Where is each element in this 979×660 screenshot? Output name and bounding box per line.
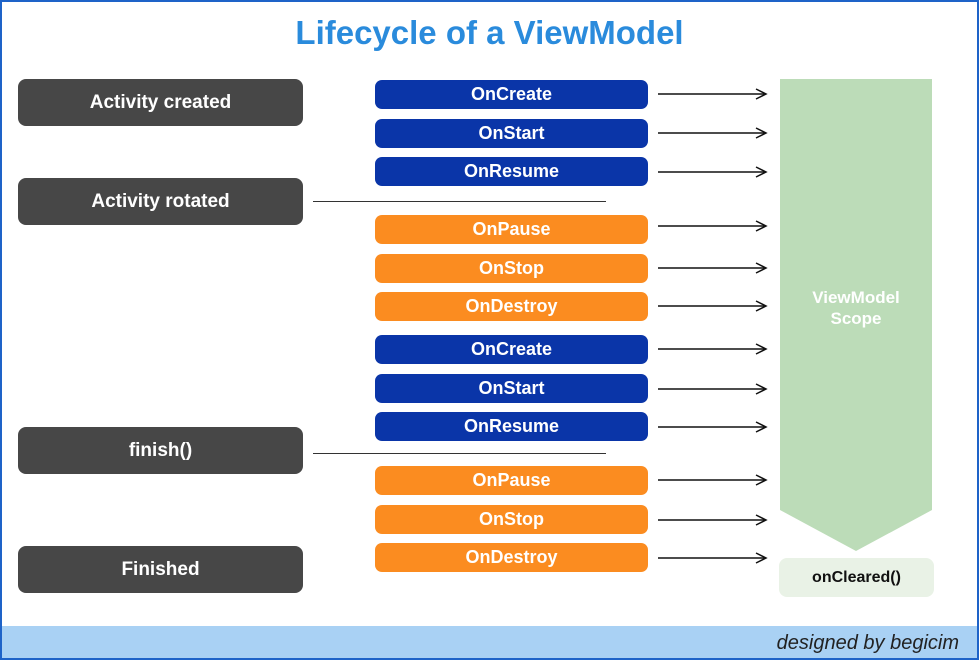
arrow-right-icon: [658, 552, 768, 564]
callback-oncreate: OnCreate: [375, 335, 648, 364]
arrow-right-icon: [658, 262, 768, 274]
callback-ondestroy: OnDestroy: [375, 292, 648, 321]
callback-onstart: OnStart: [375, 119, 648, 148]
arrow-right-icon: [658, 127, 768, 139]
viewmodel-scope-label: ViewModel Scope: [780, 287, 932, 329]
callback-onresume: OnResume: [375, 412, 648, 441]
state-activity-rotated: Activity rotated: [18, 178, 303, 225]
callback-onstop: OnStop: [375, 505, 648, 534]
callback-onpause: OnPause: [375, 466, 648, 495]
scope-label-line2: Scope: [830, 309, 882, 328]
arrow-right-icon: [658, 514, 768, 526]
arrow-right-icon: [658, 300, 768, 312]
designer-credit: designed by begicim: [776, 632, 959, 654]
arrow-right-icon: [658, 383, 768, 395]
arrow-right-icon: [658, 220, 768, 232]
finish-separator-line: [313, 453, 606, 454]
viewmodel-scope-arrow: [780, 79, 932, 551]
callback-onstart: OnStart: [375, 374, 648, 403]
diagram-title: Lifecycle of a ViewModel: [295, 14, 684, 51]
state-activity-created: Activity created: [18, 79, 303, 126]
callback-ondestroy: OnDestroy: [375, 543, 648, 572]
rotation-separator-line: [313, 201, 606, 202]
callback-onresume: OnResume: [375, 157, 648, 186]
arrow-right-icon: [658, 421, 768, 433]
callback-oncreate: OnCreate: [375, 80, 648, 109]
arrow-right-icon: [658, 474, 768, 486]
oncleared-box: onCleared(): [779, 558, 934, 597]
arrow-right-icon: [658, 88, 768, 100]
state-finished: Finished: [18, 546, 303, 593]
callback-onpause: OnPause: [375, 215, 648, 244]
scope-label-line1: ViewModel: [812, 288, 900, 307]
arrow-right-icon: [658, 343, 768, 355]
arrow-right-icon: [658, 166, 768, 178]
callback-onstop: OnStop: [375, 254, 648, 283]
state-finish: finish(): [18, 427, 303, 474]
footer-bar: [2, 626, 977, 658]
